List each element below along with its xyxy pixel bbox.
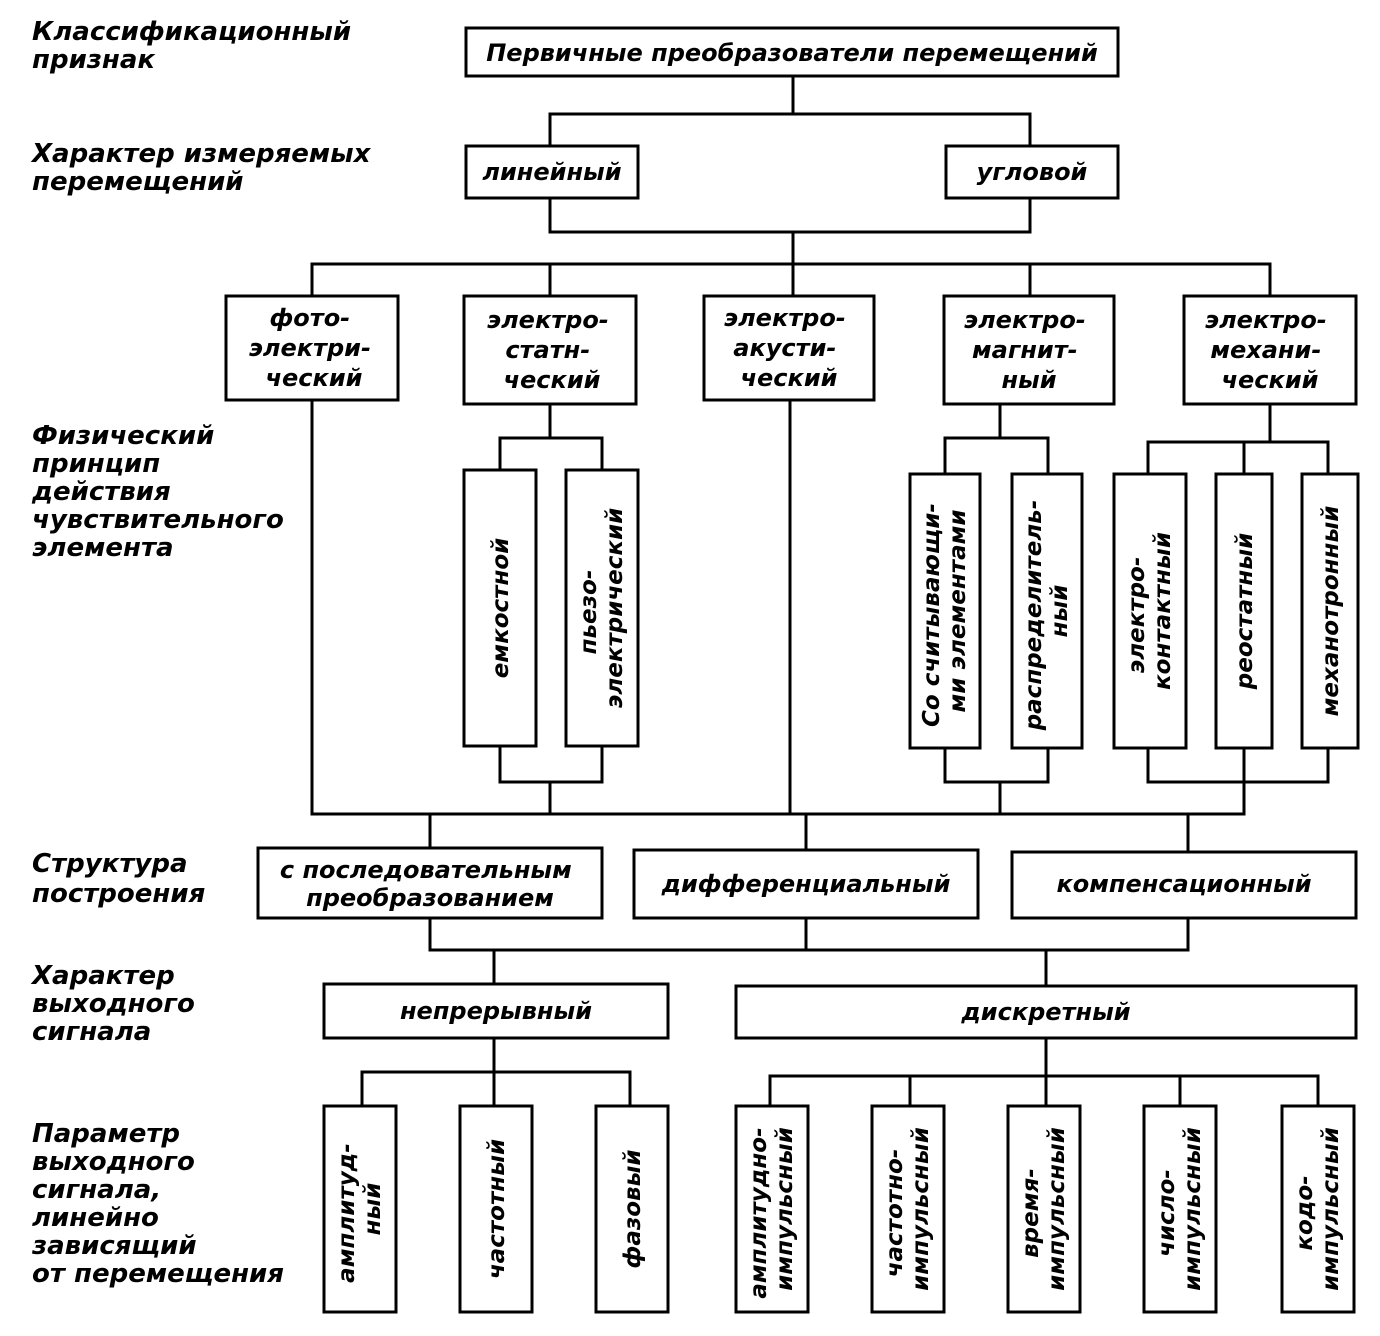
- principle-electromechanical-node: электро- механи- ческий: [1182, 294, 1358, 406]
- motion-linear-label: линейный: [482, 158, 621, 186]
- param-code-pulse-label: кодо- импульсный: [1292, 1127, 1344, 1291]
- principle-photoelectric-label: фото- электри- ческий: [249, 304, 380, 392]
- structure-compensation-label: компенсационный: [1056, 870, 1311, 898]
- sub-read-elements-node: Со считывающи- ми элементами: [908, 472, 982, 750]
- sub-capacitive-label: емкостной: [488, 538, 514, 679]
- param-time-pulse-node: время- импульсный: [1006, 1104, 1082, 1314]
- principle-electrostatic-label: электро- статн- ческий: [487, 306, 617, 394]
- sub-rheostatic-label: реостатный: [1232, 533, 1258, 691]
- sub-piezoelectric-node: пьезо- электрический: [564, 468, 640, 748]
- principle-photoelectric-node: фото- электри- ческий: [224, 294, 400, 402]
- principle-electromagnetic-label: электро- магнит- ный: [964, 306, 1094, 394]
- principle-electroacoustic-label: электро- акусти- ческий: [724, 304, 854, 392]
- motion-angular-node: угловой: [944, 144, 1120, 200]
- principle-electroacoustic-node: электро- акусти- ческий: [702, 294, 876, 402]
- motion-linear-node: линейный: [464, 144, 640, 200]
- category-physical-principle: Физический принцип действия чувствительн…: [31, 421, 293, 563]
- principle-electromechanical-label: электро- механи- ческий: [1205, 306, 1335, 394]
- param-frequency-pulse-label: частотно- импульсный: [882, 1127, 934, 1291]
- param-phase-label: фазовый: [620, 1150, 646, 1269]
- param-frequency-pulse-node: частотно- импульсный: [870, 1104, 946, 1314]
- param-time-pulse-label: время- импульсный: [1018, 1127, 1070, 1291]
- principle-electromagnetic-node: электро- магнит- ный: [942, 294, 1116, 406]
- sub-electrocontact-label: электро- контактный: [1124, 532, 1176, 690]
- param-code-pulse-node: кодо- импульсный: [1280, 1104, 1356, 1314]
- structure-sequential-label: с последовательным преобразованием: [280, 856, 580, 912]
- category-structure: Структура построения: [32, 849, 205, 909]
- signal-discrete-label: дискретный: [960, 998, 1130, 1026]
- sub-piezoelectric-label: пьезо- электрический: [576, 508, 628, 708]
- root-label: Первичные преобразователи перемещений: [486, 39, 1098, 67]
- param-frequency-node: частотный: [458, 1104, 534, 1314]
- sub-capacitive-node: емкостной: [462, 468, 538, 748]
- category-output-parameter: Параметр выходного сигнала, линейно зави…: [31, 1119, 284, 1289]
- structure-sequential-node: с последовательным преобразованием: [256, 846, 604, 920]
- signal-continuous-node: непрерывный: [322, 982, 670, 1040]
- sub-electrocontact-node: электро- контактный: [1112, 472, 1188, 750]
- structure-differential-node: дифференциальный: [632, 848, 980, 920]
- category-output-signal: Характер выходного сигнала: [30, 961, 204, 1047]
- sub-mechanotronic-label: механотронный: [1318, 506, 1344, 717]
- sub-mechanotronic-node: механотронный: [1300, 472, 1360, 750]
- structure-compensation-node: компенсационный: [1010, 850, 1358, 920]
- param-amplitude-label: амплитуд- ный: [334, 1135, 386, 1283]
- structure-differential-label: дифференциальный: [661, 870, 951, 898]
- sub-distributed-label: распределитель- ный: [1021, 492, 1073, 732]
- principle-electrostatic-node: электро- статн- ческий: [462, 294, 638, 406]
- root-node: Первичные преобразователи перемещений: [464, 26, 1120, 78]
- motion-angular-label: угловой: [977, 158, 1088, 186]
- param-number-pulse-label: число- импульсный: [1154, 1127, 1206, 1291]
- param-phase-node: фазовый: [594, 1104, 670, 1314]
- sub-read-elements-label: Со считывающи- ми элементами: [919, 495, 971, 727]
- connectors: [310, 74, 1330, 1108]
- param-frequency-label: частотный: [484, 1139, 510, 1279]
- category-classification: Классификационный признак: [32, 17, 360, 75]
- category-motion-type: Характер измеряемых перемещений: [30, 139, 380, 197]
- sub-distributed-node: распределитель- ный: [1010, 472, 1084, 750]
- category-labels: Классификационный признак Характер измер…: [30, 17, 380, 1289]
- signal-continuous-label: непрерывный: [400, 997, 592, 1025]
- signal-discrete-node: дискретный: [734, 984, 1358, 1040]
- param-number-pulse-node: число- импульсный: [1142, 1104, 1218, 1314]
- param-amplitude-node: амплитуд- ный: [322, 1104, 398, 1314]
- param-amplitude-pulse-label: амплитудно- импульсный: [746, 1119, 798, 1298]
- param-amplitude-pulse-node: амплитудно- импульсный: [734, 1104, 810, 1314]
- sub-rheostatic-node: реостатный: [1214, 472, 1274, 750]
